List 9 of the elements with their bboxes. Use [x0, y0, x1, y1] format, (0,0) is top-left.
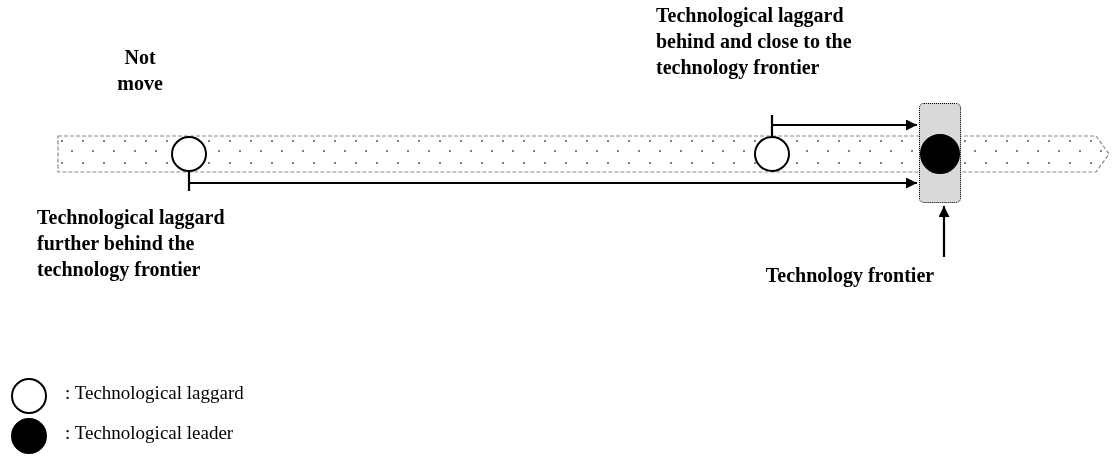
- arrow: [187, 170, 919, 193]
- arrow: [770, 113, 919, 138]
- label-text: Technology frontier: [760, 262, 940, 288]
- arrow: [938, 206, 950, 257]
- annotation-text: Not move: [116, 45, 164, 96]
- annotation-text: Technological laggard further behind the technology frontier: [37, 205, 226, 282]
- legend-text: : Technological leader: [65, 422, 234, 444]
- annotation-text: Technological laggard behind and close to the technology frontier: [656, 3, 853, 80]
- legend-text: : Technological laggard: [65, 382, 244, 404]
